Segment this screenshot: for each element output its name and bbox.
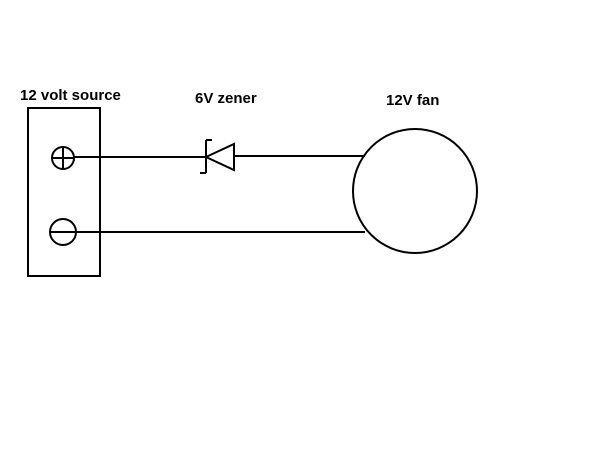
- source-label: 12 volt source: [20, 87, 121, 104]
- negative-terminal-icon: [49, 218, 77, 246]
- zener-diode-icon: [200, 139, 235, 174]
- fan-circle-icon: [352, 128, 478, 254]
- positive-terminal-icon: [51, 146, 75, 170]
- fan-label: 12V fan: [386, 92, 439, 109]
- voltage-source-box: [27, 107, 101, 277]
- zener-label: 6V zener: [195, 90, 257, 107]
